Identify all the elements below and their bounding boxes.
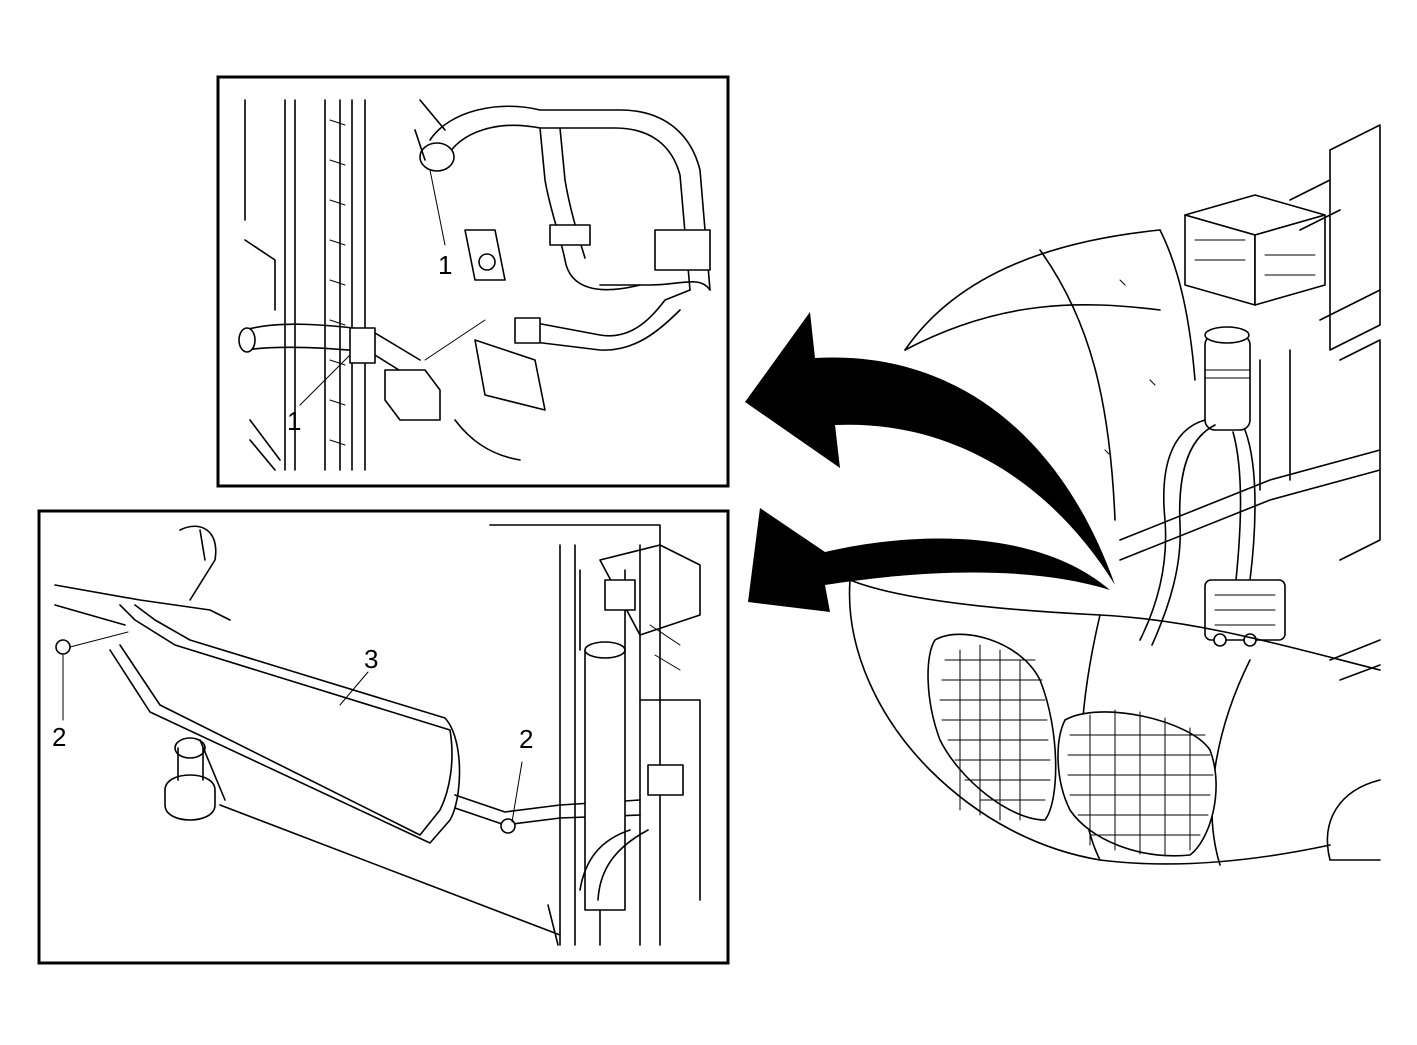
callout-3: 3 [364, 644, 378, 674]
callout-1-lower: 1 [287, 406, 301, 436]
bottom-detail-panel: 2 2 3 [37, 509, 730, 965]
callout-2-left: 2 [52, 722, 66, 752]
direction-arrows [745, 312, 1115, 612]
vehicle-front-view [848, 124, 1381, 866]
lower-arrow [748, 508, 1110, 612]
callout-1-upper: 1 [438, 250, 452, 280]
callout-2-right: 2 [519, 724, 533, 754]
top-detail-panel: 1 1 [216, 75, 730, 488]
upper-arrow [745, 312, 1115, 585]
